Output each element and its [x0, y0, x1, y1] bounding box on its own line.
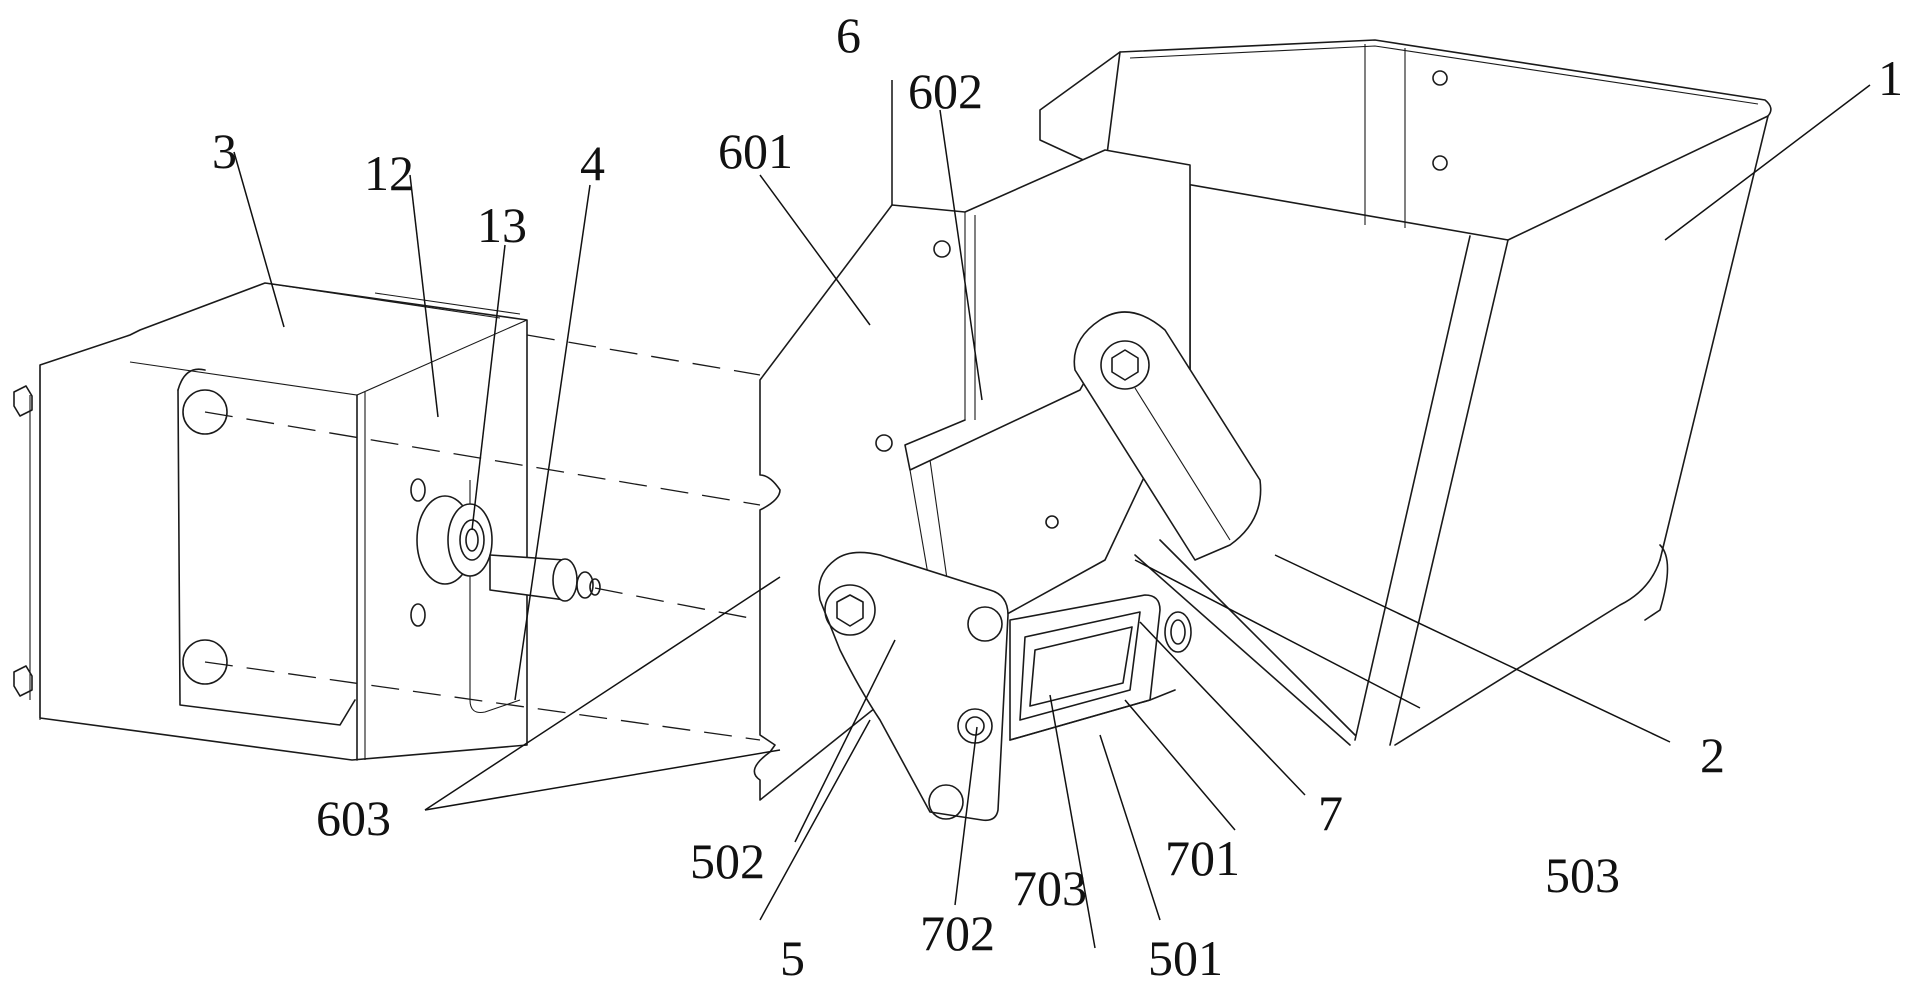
label-602: 602: [908, 63, 983, 119]
label-6: 6: [836, 7, 861, 63]
bracket-plate: [818, 551, 1192, 822]
label-4: 4: [580, 135, 605, 191]
label-3: 3: [212, 123, 237, 179]
reference-labels: 1 2 3 4 5 6 7 12 13 501 502 503 601 602 …: [212, 7, 1903, 981]
label-13: 13: [477, 197, 527, 253]
label-2: 2: [1700, 727, 1725, 783]
label-1: 1: [1878, 50, 1903, 106]
swing-arm: [1073, 311, 1356, 746]
label-12: 12: [364, 145, 414, 201]
label-502: 502: [690, 833, 765, 889]
alignment-lines: [204, 334, 761, 741]
label-702: 702: [920, 905, 995, 961]
leader-lines: [233, 80, 1871, 949]
label-601: 601: [718, 123, 793, 179]
label-701: 701: [1165, 830, 1240, 886]
label-7: 7: [1318, 785, 1343, 841]
label-603: 603: [316, 790, 391, 846]
motor-housing: [13, 282, 528, 761]
label-503: 503: [1545, 847, 1620, 903]
label-5: 5: [780, 930, 805, 981]
label-501: 501: [1148, 930, 1223, 981]
bearing-and-shaft: [416, 495, 601, 602]
label-703: 703: [1012, 860, 1087, 916]
